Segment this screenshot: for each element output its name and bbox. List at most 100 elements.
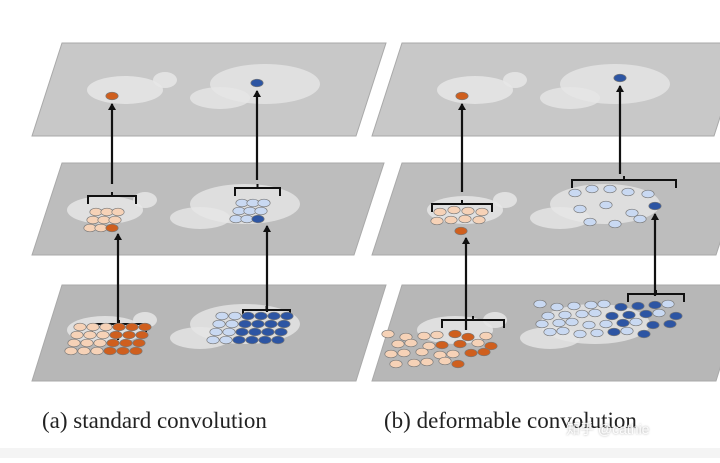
a-bottom-orange-r2c2 [93, 338, 107, 348]
b-bottom-orange-9 [422, 341, 436, 351]
b-mid-blue-0 [568, 188, 582, 198]
b-bottom-blue-32 [620, 326, 634, 336]
a-bottom-orange-r2c4 [119, 338, 133, 348]
a-bottom-orange-r1c1 [83, 330, 97, 340]
b-bottom-blue-19 [552, 318, 566, 328]
a-bottom-blue-r2c0 [209, 327, 223, 337]
a-mid-orange-r1c2 [108, 215, 122, 225]
a-bottom-blue-r1c0 [212, 319, 226, 329]
b-top-blue-unit [613, 73, 627, 83]
b-top-lamb-body [437, 76, 513, 104]
b-bottom-blue-brace [627, 290, 685, 302]
b-bottom-orange-12 [471, 338, 485, 348]
a-mid-orange-r0c1 [100, 207, 114, 217]
a-bottom-orange-r1c4 [122, 330, 136, 340]
b-bottom-orange-19 [464, 348, 478, 358]
b-bottom-orange-0 [381, 329, 395, 339]
b-bottom-blue-33 [637, 329, 651, 339]
b-bottom-orange-6 [479, 331, 493, 341]
a-bottom-blue-r1c5 [277, 319, 291, 329]
a-bottom-blue-r3c0 [206, 335, 220, 345]
b-top-orange-unit [455, 91, 469, 101]
b-bottom-blue-1 [550, 302, 564, 312]
b-mid-orange-1 [447, 205, 461, 215]
a-bottom-orange-r3c3 [103, 346, 117, 356]
b-bottom-blue-17 [669, 311, 683, 321]
b-mid-orange-8 [454, 226, 468, 236]
a-bottom-blue-r2c3 [248, 327, 262, 337]
a-bottom-orange-r1c0 [70, 330, 84, 340]
b-mid-orange-6 [458, 214, 472, 224]
b-bottom-orange-20 [477, 347, 491, 357]
b-bottom-orange-8 [404, 338, 418, 348]
b-mid-blue-11 [633, 214, 647, 224]
b-bottom-blue-29 [573, 329, 587, 339]
b-bottom-blue-31 [607, 327, 621, 337]
a-mid-orange-r2c2 [105, 223, 119, 233]
a-bottom-blue-r2c1 [222, 327, 236, 337]
b-bottom-blue-26 [663, 319, 677, 329]
b-mid-orange-5 [444, 215, 458, 225]
a-top-small-lamb [190, 87, 250, 109]
b-mid-lamb-head [493, 192, 517, 208]
b-bottom-orange-24 [438, 356, 452, 366]
a-bottom-orange-r0c4 [125, 322, 139, 332]
b-bottom-blue-21 [582, 320, 596, 330]
b-bottom-blue-18 [535, 319, 549, 329]
a-bottom-blue-r0c4 [267, 311, 281, 321]
a-bottom-orange-r1c5 [135, 330, 149, 340]
a-bottom-blue-r0c0 [215, 311, 229, 321]
b-mid-blue-3 [621, 187, 635, 197]
b-bottom-blue-0 [533, 299, 547, 309]
b-bottom-orange-5 [461, 332, 475, 342]
b-bottom-orange-15 [397, 348, 411, 358]
a-bottom-blue-r1c2 [238, 319, 252, 329]
a-mid-orange-r0c2 [111, 207, 125, 217]
b-bottom-blue-12 [588, 308, 602, 318]
a-bottom-orange-r2c5 [132, 338, 146, 348]
a-bottom-blue-r1c4 [264, 319, 278, 329]
plane-a-top [31, 42, 387, 137]
b-bottom-blue-3 [584, 300, 598, 310]
caption-standard-convolution: (a) standard convolution [42, 408, 267, 433]
b-bottom-orange-7 [391, 339, 405, 349]
b-bottom-blue-7 [648, 300, 662, 310]
b-top-lamb-head [503, 72, 527, 88]
b-bottom-blue-4 [597, 299, 611, 309]
b-bottom-blue-10 [558, 310, 572, 320]
a-bottom-blue-r3c2 [232, 335, 246, 345]
b-mid-orange-7 [472, 215, 486, 225]
plane-b-top [371, 42, 720, 137]
a-bottom-blue-r0c1 [228, 311, 242, 321]
a-mid-blue-r0c1 [246, 198, 260, 208]
a-bottom-orange-r3c1 [77, 346, 91, 356]
b-bottom-orange-10 [435, 340, 449, 350]
a-bottom-orange-r2c3 [106, 338, 120, 348]
b-bottom-orange-23 [420, 357, 434, 367]
bottom-bar [0, 448, 720, 458]
b-mid-blue-1 [585, 184, 599, 194]
a-mid-orange-brace [87, 192, 137, 204]
b-bottom-orange-18 [446, 349, 460, 359]
b-bottom-blue-28 [556, 326, 570, 336]
b-bottom-orange-16 [415, 347, 429, 357]
b-mid-orange-3 [475, 207, 489, 217]
plane-a-middle [31, 162, 385, 256]
b-mid-orange-brace [431, 200, 493, 212]
b-bottom-blue-9 [541, 311, 555, 321]
b-bottom-blue-25 [646, 320, 660, 330]
b-mid-small-lamb [530, 207, 590, 229]
b-bottom-blue-5 [614, 302, 628, 312]
a-bottom-orange-r1c3 [109, 330, 123, 340]
b-bottom-orange-3 [430, 330, 444, 340]
a-mid-blue-r2c1 [240, 214, 254, 224]
b-bottom-orange-brace [441, 316, 505, 328]
a-bottom-orange-r2c0 [67, 338, 81, 348]
b-bottom-blue-13 [605, 311, 619, 321]
watermark: 知乎 @cathie [566, 421, 650, 437]
a-mid-blue-r2c0 [229, 214, 243, 224]
b-bottom-orange-13 [484, 341, 498, 351]
a-bottom-blue-r3c3 [245, 335, 259, 345]
b-bottom-blue-8 [661, 299, 675, 309]
a-bottom-orange-r3c0 [64, 346, 78, 356]
